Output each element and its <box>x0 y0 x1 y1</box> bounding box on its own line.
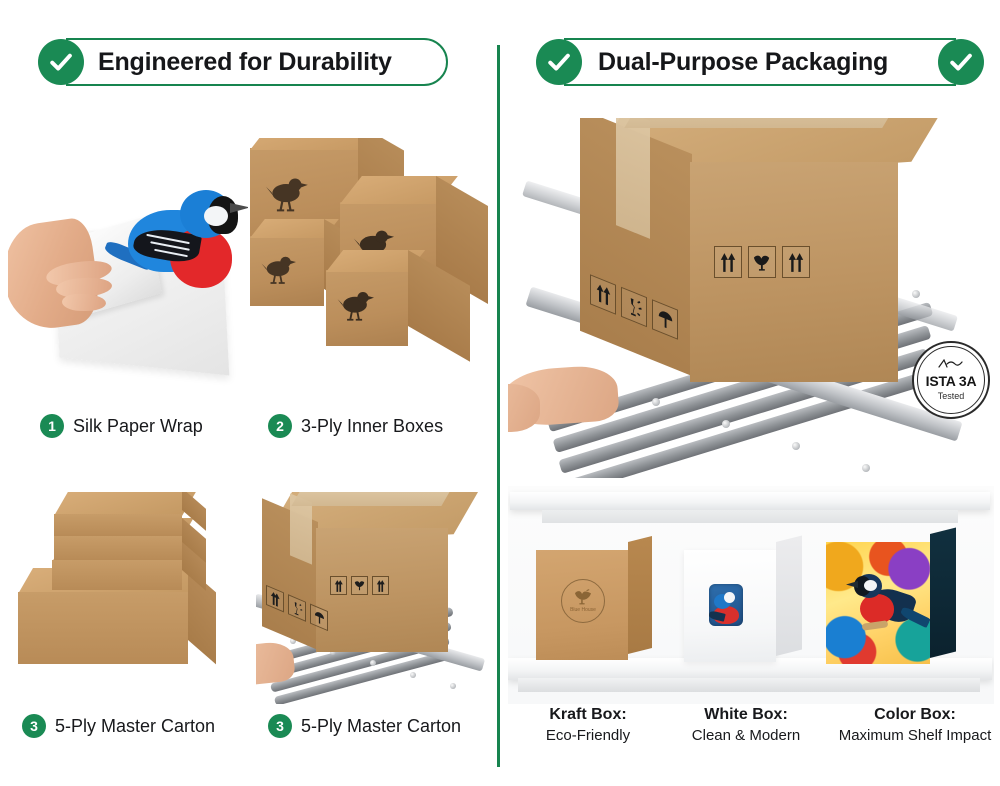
upper-shelf-board <box>510 492 990 510</box>
master-carton-stack-illustration <box>10 492 260 697</box>
panel-divider <box>497 45 500 767</box>
left-header-title: Engineered for Durability <box>98 47 392 76</box>
bird-illustration <box>844 564 930 644</box>
kraft-inner-box <box>250 219 358 309</box>
bird-logo-icon <box>264 174 308 214</box>
flat-kraft-box <box>52 540 206 591</box>
fragile-glass-icon <box>621 286 647 328</box>
upper-shelf-underside <box>542 510 958 523</box>
this-way-up-icon <box>372 576 389 595</box>
color-box-title: Color Box: <box>874 706 956 723</box>
step-1-caption: 1 Silk Paper Wrap <box>40 414 203 438</box>
handling-symbols <box>330 576 389 595</box>
inner-boxes-illustration <box>248 138 498 383</box>
window-cutout-with-bird <box>709 584 743 626</box>
step-number-badge: 3 <box>268 714 292 738</box>
check-circle-icon <box>38 39 84 85</box>
step-number-badge: 1 <box>40 414 64 438</box>
white-box-caption: White Box: Clean & Modern <box>658 706 834 744</box>
this-way-up-icon <box>590 274 616 315</box>
ista-badge-title: ISTA 3A <box>925 373 977 389</box>
flat-kraft-box <box>54 518 206 563</box>
flat-kraft-box <box>54 492 206 536</box>
ista-3a-tested-badge: ISTA 3A Tested <box>912 341 990 419</box>
step-label: Silk Paper Wrap <box>73 415 203 436</box>
this-way-up-icon <box>266 584 284 613</box>
silk-paper-illustration <box>8 178 248 403</box>
master-carton-conveyor-illustration <box>256 492 500 704</box>
bird-mark-icon <box>351 576 368 595</box>
product-kraft-box: Blue House <box>536 536 652 660</box>
bird-mark-icon <box>748 246 776 278</box>
this-way-up-icon <box>330 576 347 595</box>
color-box-caption: Color Box: Maximum Shelf Impact <box>826 706 1000 744</box>
kraft-box-title: Kraft Box: <box>549 706 627 723</box>
white-box-title: White Box: <box>704 706 788 723</box>
shipping-carton <box>262 492 486 658</box>
check-circle-icon <box>938 39 984 85</box>
roller-conveyor <box>256 584 500 704</box>
step-number-badge: 3 <box>22 714 46 738</box>
conveyor-scene-illustration <box>508 118 994 478</box>
step-label: 5-Ply Master Carton <box>301 715 462 736</box>
shipping-carton <box>580 118 962 398</box>
product-white-box <box>684 535 802 662</box>
handling-symbols-side <box>714 246 810 278</box>
right-panel-header: Dual-Purpose Packaging <box>536 32 984 92</box>
right-header-title: Dual-Purpose Packaging <box>598 47 889 76</box>
retail-shelf-illustration: Blue House <box>508 486 994 704</box>
color-box-subtitle: Maximum Shelf Impact <box>838 727 992 744</box>
this-way-up-icon <box>714 246 742 278</box>
left-header-frame <box>66 38 448 86</box>
lower-shelf-front-edge <box>518 678 980 692</box>
bird-logo-icon <box>336 288 374 323</box>
fragile-glass-icon <box>288 594 306 622</box>
right-header-frame <box>564 38 956 86</box>
step-label: 3-Ply Inner Boxes <box>301 415 444 436</box>
step-3-caption: 3 5-Ply Master Carton <box>22 714 215 738</box>
handling-symbols-front <box>590 274 678 340</box>
bird-logo-icon <box>260 253 296 286</box>
step-number-badge: 2 <box>268 414 292 438</box>
keep-dry-umbrella-icon <box>652 299 678 340</box>
left-panel-header: Engineered for Durability <box>38 32 458 92</box>
white-box-subtitle: Clean & Modern <box>691 727 801 744</box>
finger <box>61 293 107 312</box>
handling-symbols <box>266 584 328 632</box>
kraft-logo-script: Blue House <box>570 607 596 613</box>
flat-kraft-box <box>18 568 216 665</box>
step-label: 5-Ply Master Carton <box>55 715 216 736</box>
ista-badge-subtitle: Tested <box>937 391 965 401</box>
bird-figurine <box>103 186 248 304</box>
bird-logo-icon <box>352 226 394 265</box>
step-4-caption: 3 5-Ply Master Carton <box>268 714 461 738</box>
check-circle-icon <box>536 39 582 85</box>
kraft-inner-box <box>326 250 470 362</box>
kraft-box-subtitle: Eco-Friendly <box>545 727 631 744</box>
keep-dry-umbrella-icon <box>310 603 328 632</box>
bird-circle-logo-icon: Blue House <box>561 579 605 623</box>
signature-mark-icon <box>938 358 964 371</box>
step-2-caption: 2 3-Ply Inner Boxes <box>268 414 443 438</box>
kraft-box-caption: Kraft Box: Eco-Friendly <box>518 706 658 744</box>
product-color-box <box>826 527 956 664</box>
this-way-up-icon <box>782 246 810 278</box>
